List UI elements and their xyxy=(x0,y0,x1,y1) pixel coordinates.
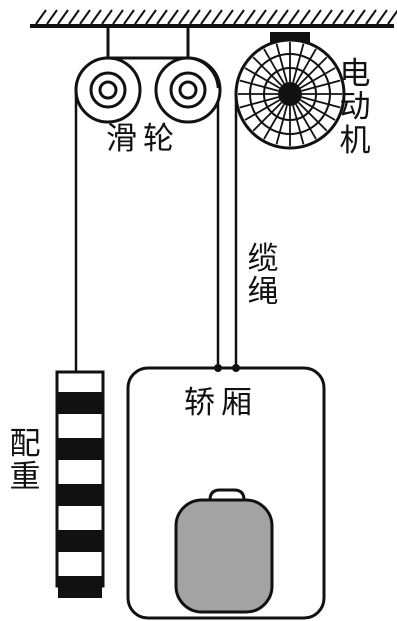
bag-body xyxy=(174,498,274,614)
ceiling-hatching xyxy=(35,9,397,25)
motor-spoke xyxy=(239,96,279,109)
motor-spoke xyxy=(295,103,317,140)
motor-spoke xyxy=(299,99,336,121)
ceiling-hatch xyxy=(68,9,80,25)
ceiling-hatch xyxy=(211,9,223,25)
ceiling-hatch xyxy=(46,9,58,25)
left-pulley xyxy=(74,56,142,124)
motor-spoke xyxy=(244,67,281,89)
ceiling xyxy=(30,9,397,28)
motor xyxy=(234,32,346,150)
ceiling-hatch xyxy=(343,9,355,25)
ceiling-hatch xyxy=(189,9,201,25)
ceiling-hatch xyxy=(222,9,234,25)
cable-over-pulleys xyxy=(74,56,220,91)
cable-anchor-right xyxy=(232,364,240,372)
ceiling-hatch xyxy=(299,9,311,25)
motor-spoke xyxy=(252,101,283,132)
load-bag xyxy=(174,488,274,614)
ceiling-hatch xyxy=(145,9,157,25)
ceiling-hatch xyxy=(156,9,168,25)
ceiling-hatch xyxy=(35,9,47,25)
ceiling-hatch xyxy=(354,9,366,25)
motor-spoke xyxy=(299,67,336,89)
ceiling-hatch xyxy=(288,9,300,25)
motor-spoke xyxy=(292,43,305,83)
ceiling-hatch xyxy=(277,9,289,25)
ceiling-hatch xyxy=(266,9,278,25)
motor-label: 电动机 xyxy=(339,56,371,159)
motor-hub xyxy=(278,82,302,106)
motor-spoke xyxy=(263,48,285,85)
motor-spoke xyxy=(297,56,328,87)
ceiling-hatch xyxy=(310,9,322,25)
motor-spoke xyxy=(297,101,328,132)
pulley-support xyxy=(106,28,190,60)
ceiling-hatch xyxy=(123,9,135,25)
counterweight-bands xyxy=(58,392,102,598)
cable-anchor-left xyxy=(214,364,222,372)
ceiling-hatch xyxy=(387,9,397,25)
ceiling-hatch xyxy=(233,9,245,25)
motor-spoke xyxy=(301,79,341,92)
ceiling-hatch xyxy=(321,9,333,25)
counterweight xyxy=(55,370,105,598)
ceiling-hatch xyxy=(244,9,256,25)
ceiling-hatch xyxy=(112,9,124,25)
ceiling-hatch xyxy=(167,9,179,25)
ceiling-hatch xyxy=(178,9,190,25)
counterweight-band xyxy=(58,438,102,460)
ceiling-hatch xyxy=(200,9,212,25)
motor-spoke xyxy=(244,99,281,121)
right-pulley xyxy=(154,56,222,124)
pulley-label: 滑轮 xyxy=(106,121,180,157)
motor-spoke xyxy=(263,103,285,140)
motor-spoke xyxy=(275,43,288,83)
bag-handle xyxy=(208,488,246,501)
motor-spoke xyxy=(292,105,305,145)
cables xyxy=(74,90,238,372)
ceiling-hatch xyxy=(255,9,267,25)
car-label: 轿厢 xyxy=(184,385,258,421)
counterweight-band xyxy=(58,530,102,552)
cable-label: 缆绳 xyxy=(247,241,279,311)
ceiling-hatch xyxy=(134,9,146,25)
motor-spokes xyxy=(238,42,342,146)
ceiling-hatch xyxy=(57,9,69,25)
counterweight-label: 配重 xyxy=(9,426,41,496)
ceiling-hatch xyxy=(376,9,388,25)
motor-spoke xyxy=(301,96,341,109)
ceiling-hatch xyxy=(332,9,344,25)
ceiling-hatch xyxy=(79,9,91,25)
ceiling-hatch xyxy=(365,9,377,25)
counterweight-band xyxy=(58,576,102,598)
ceiling-hatch xyxy=(90,9,102,25)
counterweight-band xyxy=(58,392,102,414)
ceiling-hatch xyxy=(101,9,113,25)
motor-spoke xyxy=(295,48,317,85)
motor-spoke xyxy=(239,79,279,92)
motor-spoke xyxy=(275,105,288,145)
counterweight-band xyxy=(58,484,102,506)
motor-spoke xyxy=(252,56,283,87)
